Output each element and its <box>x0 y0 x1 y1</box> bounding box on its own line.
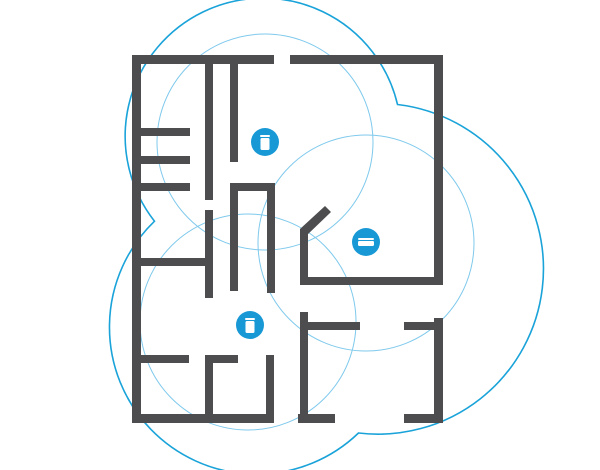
router-tower-icon <box>236 311 264 339</box>
coverage-ring-right <box>257 134 475 352</box>
wall-corridor-cap <box>230 183 275 191</box>
wall-lower-center-vertical <box>300 312 308 423</box>
wall-closet-vertical <box>205 55 213 200</box>
wall-right-outer <box>434 55 443 285</box>
wall-entry-vertical <box>300 229 308 285</box>
wall-bath-stall-right <box>266 355 274 423</box>
wall-pantry-left <box>205 210 213 298</box>
wall-corridor-left <box>230 55 238 162</box>
wall-bath-stall-top <box>205 355 238 363</box>
coverage-outline <box>108 0 545 470</box>
wall-right-lower <box>434 318 443 423</box>
wall-closet-shelf-2 <box>132 156 190 164</box>
wall-bath-shelf <box>141 355 189 363</box>
wall-corridor-right <box>267 183 275 293</box>
wall-corridor-left-lower <box>230 183 238 291</box>
wall-bottom-middle <box>298 414 335 423</box>
wall-angled-entry <box>300 206 331 236</box>
wall-bottom-right <box>404 414 443 423</box>
mesh-devices <box>236 128 380 339</box>
wall-mid-left-divider <box>132 258 213 266</box>
wall-left-outer <box>132 55 141 423</box>
floor-plan-walls <box>132 55 443 423</box>
wall-right-room-bottom <box>300 277 443 285</box>
wall-top-right <box>290 55 443 64</box>
wall-bath-stall-left <box>205 355 213 423</box>
wall-closet-shelf-3 <box>132 183 190 191</box>
wall-lower-right-stub-right <box>404 322 443 330</box>
router-base-icon <box>352 228 380 256</box>
wall-top-left <box>132 55 274 64</box>
wall-bottom-left <box>132 414 274 423</box>
wall-lower-right-stub-left <box>300 322 360 330</box>
wall-closet-shelf-1 <box>132 128 190 136</box>
router-tower-icon <box>251 128 279 156</box>
coverage-ring-top <box>156 33 374 251</box>
coverage-outer-outline <box>108 0 545 470</box>
wall-corridor-right-lower <box>267 255 275 293</box>
